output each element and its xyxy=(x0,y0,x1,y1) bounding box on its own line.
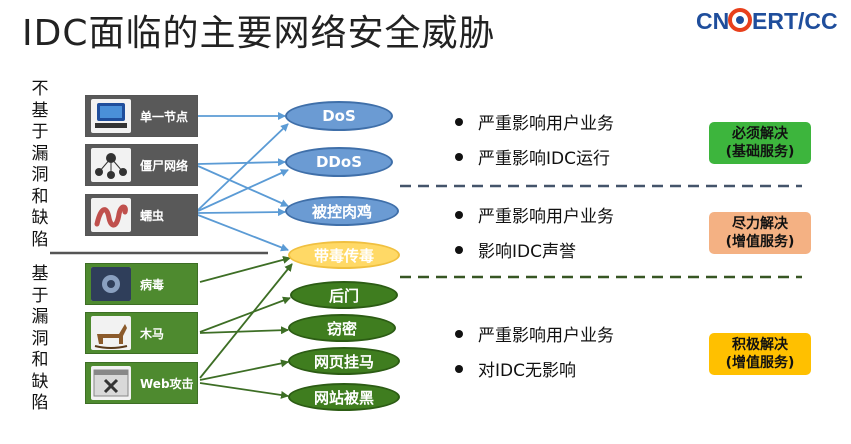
bullet-dot xyxy=(455,364,463,373)
threat-ddos: DDoS xyxy=(285,147,393,177)
arrow-botnet-ddos xyxy=(197,158,286,167)
svg-text:CN: CN xyxy=(696,8,729,34)
source-virus: 病毒 xyxy=(85,263,198,305)
bullet-dot xyxy=(455,117,463,126)
svg-text:ERT/CC: ERT/CC xyxy=(752,8,838,34)
bullet-dot xyxy=(455,245,463,254)
source-worm: 蠕虫 xyxy=(85,194,198,236)
threat-dos: DoS xyxy=(285,101,393,131)
threat-steal: 窃密 xyxy=(288,314,396,342)
impact-item: 严重影响用户业务 xyxy=(455,202,614,227)
impact-item: 对IDC无影响 xyxy=(455,356,576,381)
arrow-web-spread xyxy=(199,263,293,379)
arrow-worm-bot xyxy=(197,208,286,217)
trojan-horse-icon xyxy=(91,316,131,350)
impact-item: 严重影响用户业务 xyxy=(455,109,614,134)
arrow-worm-dos xyxy=(197,123,289,211)
computer-icon xyxy=(91,99,131,133)
side-label-vuln: 基于漏洞和缺陷 xyxy=(31,264,49,413)
page-title: IDC面临的主要网络安全威胁 xyxy=(22,13,496,54)
virus-icon xyxy=(91,267,131,301)
arrow-web-mount xyxy=(199,359,289,381)
arrow-trojan-backdoor xyxy=(199,296,291,333)
threat-site-defaced: 网站被黑 xyxy=(288,383,400,411)
badge-active-solve: 积极解决(增值服务) xyxy=(709,333,811,375)
arrow-botnet-bot xyxy=(197,165,289,207)
source-web-attack: Web攻击 xyxy=(85,362,198,404)
arrow-worm-ddos xyxy=(197,169,289,212)
threat-web-mount: 网页挂马 xyxy=(288,347,400,375)
impact-item: 严重影响用户业务 xyxy=(455,321,614,346)
arrow-worm-spread xyxy=(197,214,289,252)
bullet-dot xyxy=(455,152,463,161)
source-trojan: 木马 xyxy=(85,312,198,354)
impact-item: 影响IDC声誉 xyxy=(455,237,576,262)
threat-bot: 被控肉鸡 xyxy=(285,196,399,226)
web-attack-icon xyxy=(91,366,131,400)
arrow-trojan-steal xyxy=(199,326,289,335)
threat-spread: 带毒传毒 xyxy=(288,241,400,269)
impact-item: 严重影响IDC运行 xyxy=(455,144,610,169)
arrow-virus-spread xyxy=(199,255,291,283)
badge-best-effort: 尽力解决(增值服务) xyxy=(709,212,811,254)
side-label-not-vuln: 不基于漏洞和缺陷 xyxy=(31,79,49,250)
cncert-logo: CN ERT/CC xyxy=(696,8,838,34)
bullet-dot xyxy=(455,329,463,338)
worm-icon xyxy=(91,198,131,232)
bullet-dot xyxy=(455,210,463,219)
source-single-node: 单一节点 xyxy=(85,95,198,137)
botnet-icon xyxy=(91,148,131,182)
threat-backdoor: 后门 xyxy=(290,281,398,309)
source-botnet: 僵尸网络 xyxy=(85,144,198,186)
arrow-web-defaced xyxy=(199,382,289,399)
badge-must-solve: 必须解决(基础服务) xyxy=(709,122,811,164)
